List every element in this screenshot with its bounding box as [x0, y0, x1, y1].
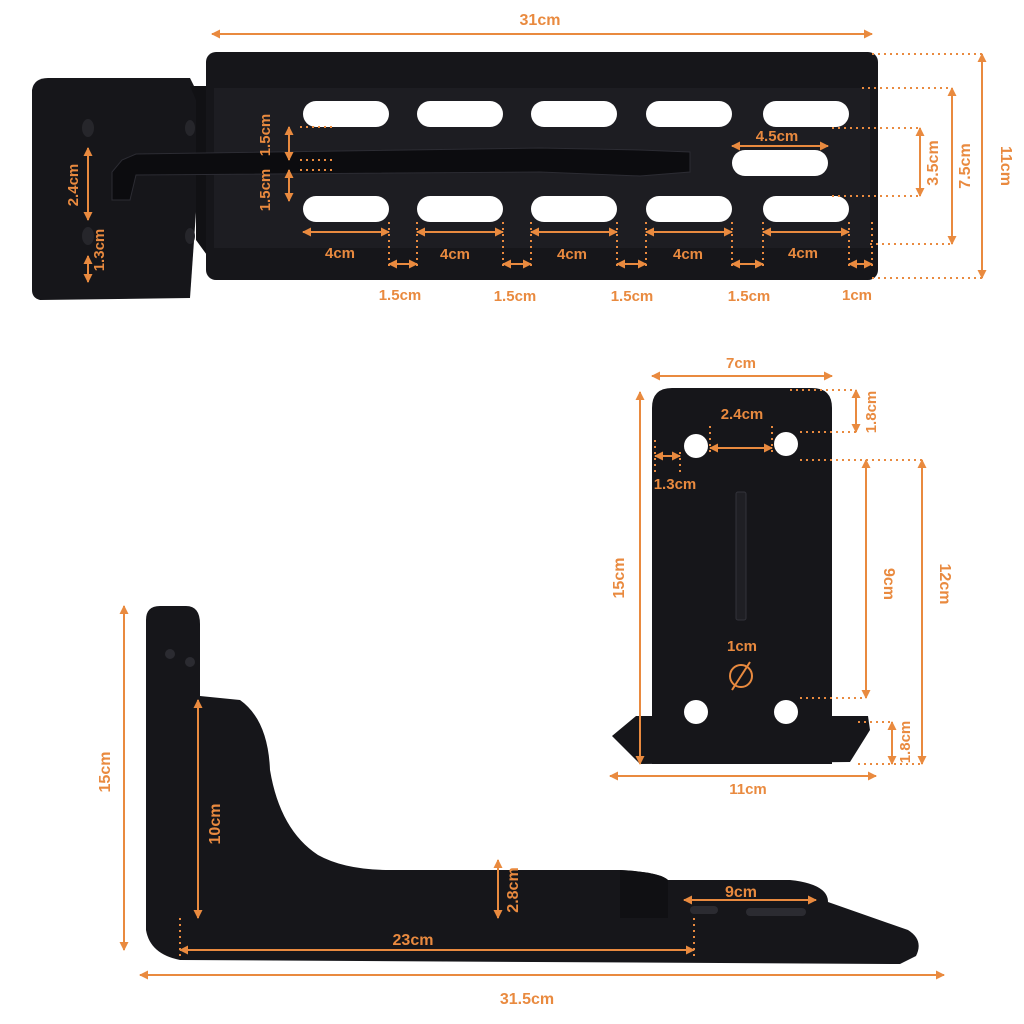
front-top-margin-label: 1.8cm — [863, 391, 880, 434]
front-view-slot — [735, 491, 747, 621]
top-slot-row-gap-label: 3.5cm — [925, 140, 942, 185]
top-tab-hole-spacing-label: 2.4cm — [65, 164, 82, 207]
top-slot-height-upper-label: 1.5cm — [257, 114, 274, 157]
side-view-slot — [746, 908, 806, 916]
top-view-slot — [417, 196, 503, 222]
top-slot-length-label: 4cm — [325, 245, 355, 262]
top-view-slot — [303, 196, 389, 222]
top-view-strap — [111, 147, 691, 201]
side-view-hole — [165, 649, 175, 659]
front-view-hole — [684, 700, 708, 724]
side-inner-length-label: 23cm — [393, 932, 434, 949]
top-view-slot — [763, 196, 849, 222]
side-view-bracket-body — [146, 606, 919, 964]
top-view-slot — [531, 101, 617, 127]
side-view-slot — [690, 906, 718, 914]
tab-hole — [82, 119, 94, 137]
top-slot-length-label: 4cm — [788, 245, 818, 262]
top-overall-length-label: 31cm — [520, 12, 561, 29]
front-inner-height-label: 12cm — [936, 564, 953, 605]
top-overall-width-label: 11cm — [997, 146, 1014, 186]
front-view: 7cm 2.4cm 1.8cm 1.3cm 15cm 9cm 12cm 1cm … — [609, 355, 953, 798]
top-view-slot — [531, 196, 617, 222]
side-height-label: 15cm — [97, 752, 114, 793]
front-hole-vertical-spacing-label: 9cm — [880, 568, 897, 600]
top-view-center-slot — [732, 150, 828, 176]
top-slot-length-label: 4cm — [557, 246, 587, 263]
top-slot-gap-label: 1.5cm — [494, 288, 537, 305]
top-center-slot-length-label: 4.5cm — [756, 128, 799, 145]
side-overall-length-label: 31.5cm — [500, 991, 554, 1008]
side-lip-height-label: 2.8cm — [505, 867, 522, 912]
top-view: 31cm 11cm 7.5cm 3.5cm 4.5cm 1.5cm 1.5cm … — [32, 12, 1014, 305]
front-hole-spacing-label: 2.4cm — [721, 406, 764, 423]
side-inner-height-label: 10cm — [207, 804, 224, 845]
front-hole-edge-label: 1.3cm — [654, 476, 697, 493]
side-slot-length-label: 9cm — [725, 884, 757, 901]
front-bottom-margin-label: 1.8cm — [897, 721, 914, 764]
front-base-width-label: 11cm — [729, 781, 767, 798]
top-slot-length-label: 4cm — [440, 246, 470, 263]
top-view-slot — [646, 101, 732, 127]
front-height-label: 15cm — [611, 558, 628, 599]
top-tab-hole-edge-label: 1.3cm — [91, 229, 108, 272]
top-view-slot — [303, 101, 389, 127]
top-inner-width-label: 7.5cm — [957, 143, 974, 188]
front-view-hole — [774, 432, 798, 456]
top-view-slot — [646, 196, 732, 222]
tab-hole — [185, 120, 195, 136]
front-hole-diameter-label: 1cm — [727, 638, 757, 655]
top-slot-gap-label: 1.5cm — [611, 288, 654, 305]
top-end-margin-label: 1cm — [842, 287, 872, 304]
tab-hole — [82, 227, 94, 245]
top-slot-length-label: 4cm — [673, 246, 703, 263]
side-view-lip — [620, 870, 668, 918]
diameter-symbol — [729, 664, 753, 688]
tab-hole — [185, 228, 195, 244]
top-view-slot — [417, 101, 503, 127]
front-view-hole — [774, 700, 798, 724]
top-slot-height-lower-label: 1.5cm — [257, 169, 274, 212]
side-view: 15cm 10cm 2.8cm 9cm 23cm 31.5cm — [97, 605, 945, 1008]
front-top-width-label: 7cm — [726, 355, 756, 372]
front-view-hole — [684, 434, 708, 458]
top-slot-gap-label: 1.5cm — [728, 288, 771, 305]
top-view-slot — [763, 101, 849, 127]
side-view-hole — [185, 657, 195, 667]
top-slot-gap-label: 1.5cm — [379, 287, 422, 304]
